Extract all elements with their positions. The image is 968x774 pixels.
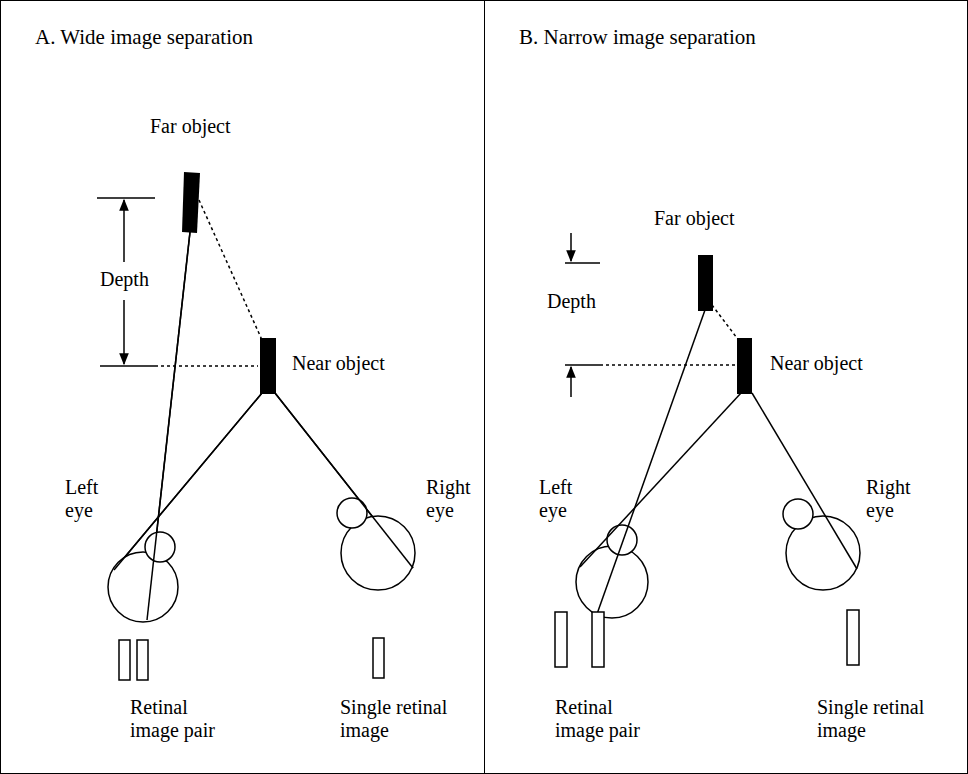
figure-label: Right eye bbox=[424, 476, 484, 522]
figure-label: Depth bbox=[545, 290, 605, 313]
figure-label: Left eye bbox=[63, 476, 113, 522]
figure-label: Single retinal image bbox=[338, 696, 466, 742]
figure-label: Left eye bbox=[537, 476, 587, 522]
figure-label: Near object bbox=[290, 352, 424, 375]
panel-heading: A. Wide image separation bbox=[35, 25, 253, 50]
panel-frame: B. Narrow image separation bbox=[484, 0, 968, 774]
figure-label: Far object bbox=[652, 207, 766, 230]
figure-label: Retinal image pair bbox=[128, 696, 232, 742]
figure-label: Far object bbox=[148, 115, 262, 138]
figure-label: Depth bbox=[98, 268, 158, 291]
figure-label: Near object bbox=[768, 352, 902, 375]
figure-label: Single retinal image bbox=[815, 696, 943, 742]
figure-label: Right eye bbox=[864, 476, 924, 522]
figure-label: Retinal image pair bbox=[553, 696, 657, 742]
panel-heading: B. Narrow image separation bbox=[519, 25, 756, 50]
